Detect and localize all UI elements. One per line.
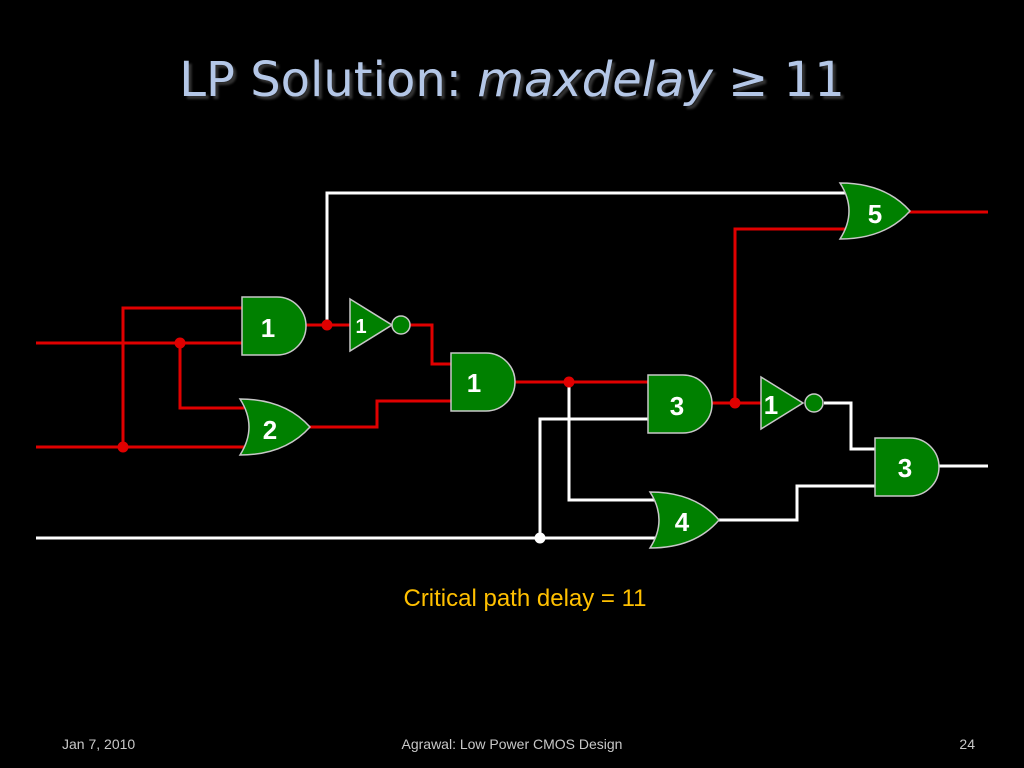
or-gate-4: 4 — [648, 491, 720, 549]
junction-dot — [321, 319, 333, 331]
junction-dot — [729, 397, 741, 409]
footer-title: Agrawal: Low Power CMOS Design — [401, 736, 623, 752]
wire — [121, 306, 244, 447]
wire — [733, 227, 846, 403]
gate-delay-label: 1 — [467, 368, 481, 398]
slide-title: LP Solution: maxdelay ≥ 11 — [179, 52, 845, 108]
normal-wires — [36, 191, 988, 540]
or-gate-2: 2 — [238, 398, 312, 456]
and-gate-3: 3 — [647, 374, 713, 434]
wire — [538, 417, 652, 538]
wire — [567, 382, 655, 502]
footer-page-number: 24 — [959, 736, 975, 752]
gates: 1 2 1 1 3 5 1 — [238, 182, 940, 549]
or-gate-5: 5 — [838, 182, 912, 240]
junction-dot — [174, 337, 186, 349]
gate-delay-label: 1 — [261, 313, 275, 343]
critical-wires — [36, 210, 988, 449]
junction-dot — [117, 441, 129, 453]
gate-delay-label: 3 — [898, 453, 912, 483]
gate-delay-label: 5 — [868, 199, 882, 229]
wire — [309, 399, 452, 429]
inverter-1a: 1 — [349, 297, 411, 353]
gate-delay-label: 4 — [675, 507, 690, 537]
and-gate-1: 1 — [241, 296, 307, 356]
junction-dots — [117, 319, 741, 544]
wire — [410, 323, 452, 366]
wire — [824, 401, 878, 451]
wire — [178, 343, 244, 410]
gate-delay-label: 1 — [355, 316, 366, 338]
gate-delay-label: 2 — [263, 415, 277, 445]
footer-date: Jan 7, 2010 — [62, 736, 136, 752]
junction-dot — [563, 376, 575, 388]
critical-path-caption: Critical path delay = 11 — [403, 585, 647, 612]
and-gate-mid: 1 — [450, 352, 516, 412]
wire — [325, 191, 845, 325]
gate-delay-label: 3 — [670, 391, 684, 421]
gate-delay-label: 1 — [764, 390, 778, 420]
wire — [718, 484, 878, 522]
inverter-1b: 1 — [760, 375, 824, 431]
and-gate-out: 3 — [874, 437, 940, 497]
junction-dot — [534, 532, 546, 544]
